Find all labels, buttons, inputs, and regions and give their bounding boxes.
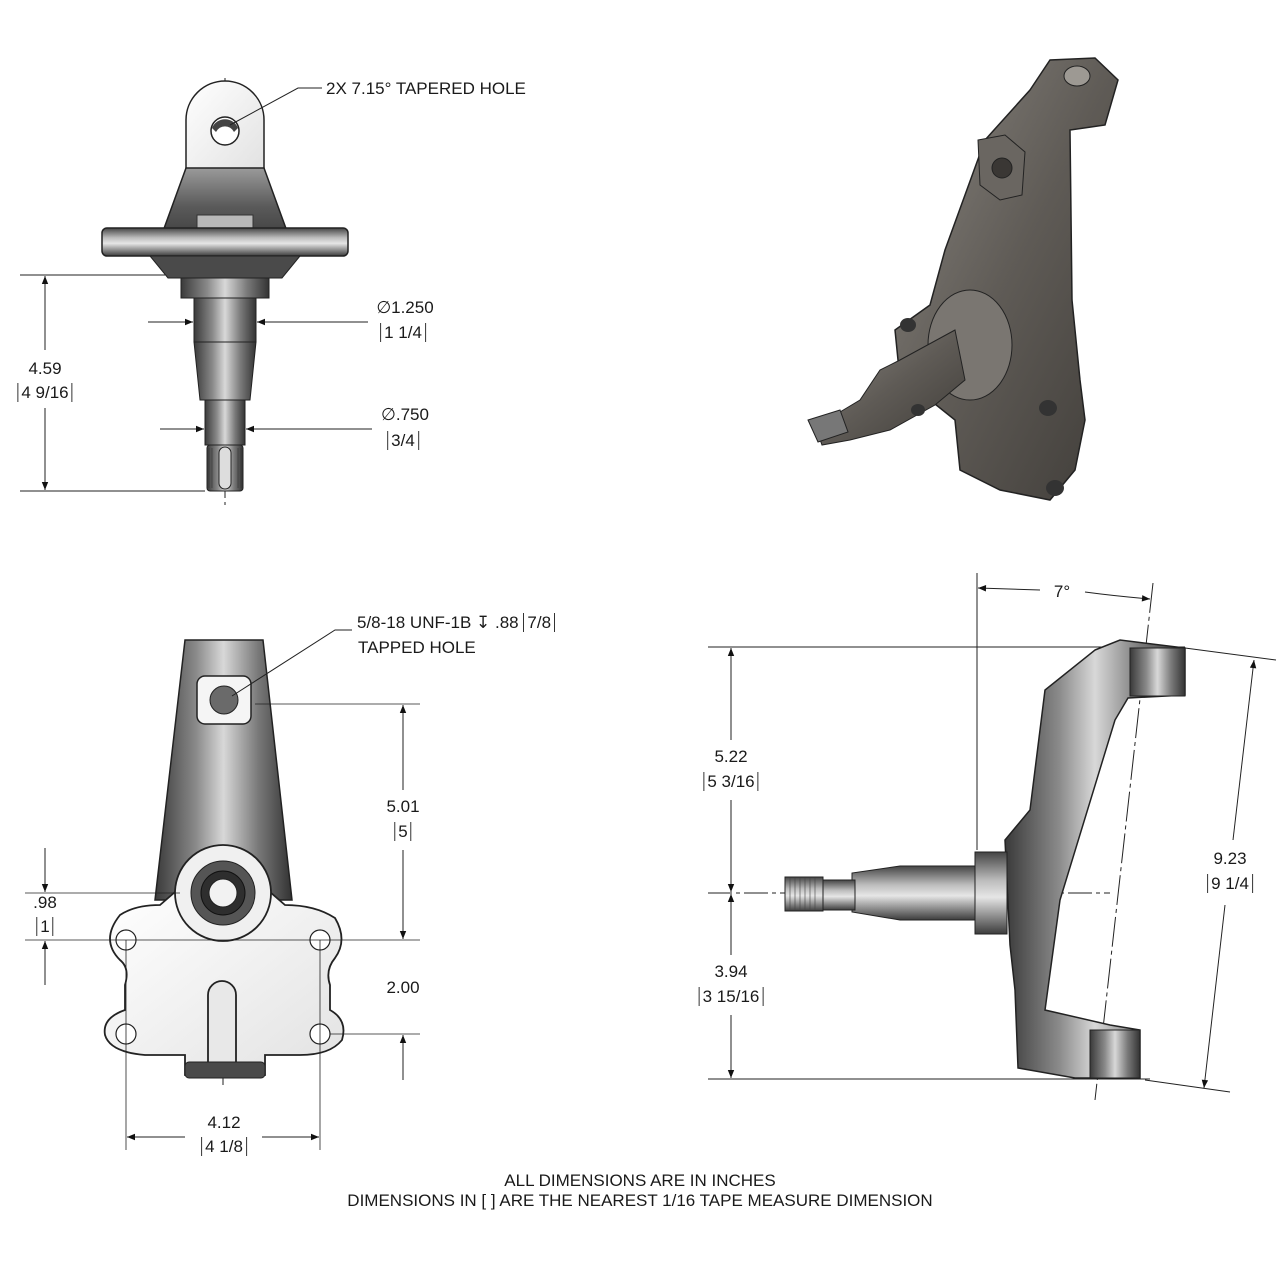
view-front-top xyxy=(20,78,372,505)
dim-5-22-tape: 5 3/16 xyxy=(703,772,759,792)
tape-bracket: 5 3/16 xyxy=(703,772,759,791)
tape-bracket: 1 1/4 xyxy=(380,323,426,342)
dim-height-4-59: 4.59 xyxy=(28,359,62,378)
tape-bracket: 3/4 xyxy=(387,431,419,450)
note-units: ALL DIMENSIONS ARE IN INCHES xyxy=(504,1171,776,1190)
tapped-hole-callout-line2: TAPPED HOLE xyxy=(358,638,476,657)
tape-bracket: 7/8 xyxy=(523,613,556,632)
dim-height-4-59-tape: 4 9/16 xyxy=(17,383,73,403)
tapped-hole-callout-line1: 5/8-18 UNF-1B ↧ .88 7/8 xyxy=(357,613,556,633)
tape-bracket: 9 1/4 xyxy=(1207,874,1253,893)
view-isometric xyxy=(807,57,1119,501)
dim-dia-1-250: ∅1.250 xyxy=(376,298,434,317)
dim-dia-750: ∅.750 xyxy=(381,405,429,424)
dim-5-01: 5.01 xyxy=(386,797,420,816)
dim-dia-750-tape: 3/4 xyxy=(387,431,419,451)
dim-4-12: 4.12 xyxy=(207,1113,241,1132)
dim-3-94: 3.94 xyxy=(714,962,748,981)
dim-3-94-tape: 3 15/16 xyxy=(698,987,764,1007)
tape-bracket: 1 xyxy=(36,917,54,936)
dim-9-23-tape: 9 1/4 xyxy=(1207,874,1253,894)
dim-9-23: 9.23 xyxy=(1213,849,1247,868)
tapered-hole-callout: 2X 7.15° TAPERED HOLE xyxy=(326,79,526,98)
dim-5-01-tape: 5 xyxy=(394,822,412,842)
dim-98-tape: 1 xyxy=(36,917,54,937)
dim-5-22: 5.22 xyxy=(714,747,748,766)
dim-98: .98 xyxy=(33,893,57,912)
dim-angle-7: 7° xyxy=(1053,582,1071,601)
note-tape-measure: DIMENSIONS IN [ ] ARE THE NEAREST 1/16 T… xyxy=(347,1191,933,1210)
dim-dia-1-250-tape: 1 1/4 xyxy=(380,323,426,343)
dim-4-12-tape: 4 1/8 xyxy=(201,1137,247,1157)
tape-bracket: 3 15/16 xyxy=(698,987,764,1006)
tape-bracket: 4 9/16 xyxy=(17,383,73,402)
view-side xyxy=(708,573,1277,1101)
tape-bracket: 5 xyxy=(394,822,412,841)
tapped-hole-spec: 5/8-18 UNF-1B ↧ .88 xyxy=(357,613,519,632)
view-front-bottom xyxy=(25,629,420,1150)
tape-bracket: 4 1/8 xyxy=(201,1137,247,1156)
dim-2-00: 2.00 xyxy=(386,978,420,997)
